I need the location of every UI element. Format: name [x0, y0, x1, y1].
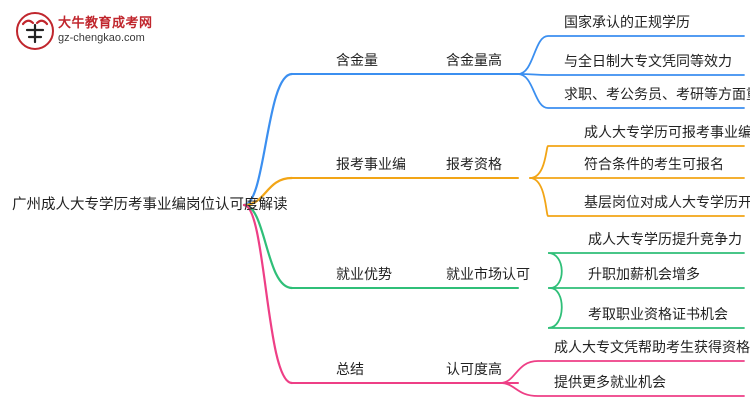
sub-node-3[interactable]: 就业市场认可 [446, 267, 530, 283]
sub-node-4[interactable]: 认可度高 [446, 362, 502, 378]
connector-root-branch-2 [242, 176, 294, 207]
connector-leaf-1-2 [517, 73, 745, 76]
branch-node-4[interactable]: 总结 [336, 362, 364, 378]
logo-title: 大牛教育成考网 [58, 16, 153, 31]
branch-node-2[interactable]: 报考事业编 [336, 157, 406, 173]
leaf-node-4-2[interactable]: 提供更多就业机会 [554, 375, 666, 391]
sub-node-2[interactable]: 报考资格 [446, 157, 502, 173]
leaf-node-2-1[interactable]: 成人大专学历可报考事业编制 [584, 125, 750, 141]
connector-root-branch-3 [242, 203, 294, 290]
connector-leaf-3-3 [547, 287, 745, 329]
logo-url: gz-chengkao.com [58, 32, 145, 44]
connector-leaf-4-1 [499, 360, 745, 384]
branch-node-1[interactable]: 含金量 [336, 53, 378, 69]
site-logo[interactable]: 大牛教育成考网 gz-chengkao.com [14, 10, 164, 56]
connector-leaf-1-3 [517, 73, 745, 109]
connector-root-branch-4 [242, 203, 294, 385]
leaf-node-3-2[interactable]: 升职加薪机会增多 [588, 267, 700, 283]
leaf-node-1-2[interactable]: 与全日制大专文凭同等效力 [564, 54, 732, 70]
leaf-node-2-3[interactable]: 基层岗位对成人大专学历开放 [584, 195, 750, 211]
leaf-node-2-2[interactable]: 符合条件的考生可报名 [584, 157, 724, 173]
leaf-node-1-1[interactable]: 国家承认的正规学历 [564, 15, 690, 31]
leaf-node-1-3[interactable]: 求职、考公务员、考研等方面重要 [564, 87, 750, 103]
connector-leaf-4-2 [499, 382, 745, 397]
sub-node-1[interactable]: 含金量高 [446, 53, 502, 69]
connector-root-branch-1 [242, 72, 294, 207]
logo-ox-icon [16, 12, 54, 50]
branch-node-3[interactable]: 就业优势 [336, 267, 392, 283]
leaf-node-3-1[interactable]: 成人大专学历提升竞争力 [588, 232, 742, 248]
root-node[interactable]: 广州成人大专学历考事业编岗位认可度解读 [12, 197, 288, 213]
connector-leaf-3-1 [547, 252, 745, 289]
leaf-node-3-3[interactable]: 考取职业资格证书机会 [588, 307, 728, 323]
connector-leaf-2-1 [529, 145, 745, 179]
connector-leaf-2-3 [529, 177, 745, 217]
connector-leaf-1-1 [517, 35, 745, 75]
leaf-node-4-1[interactable]: 成人大专文凭帮助考生获得资格 [554, 340, 750, 356]
